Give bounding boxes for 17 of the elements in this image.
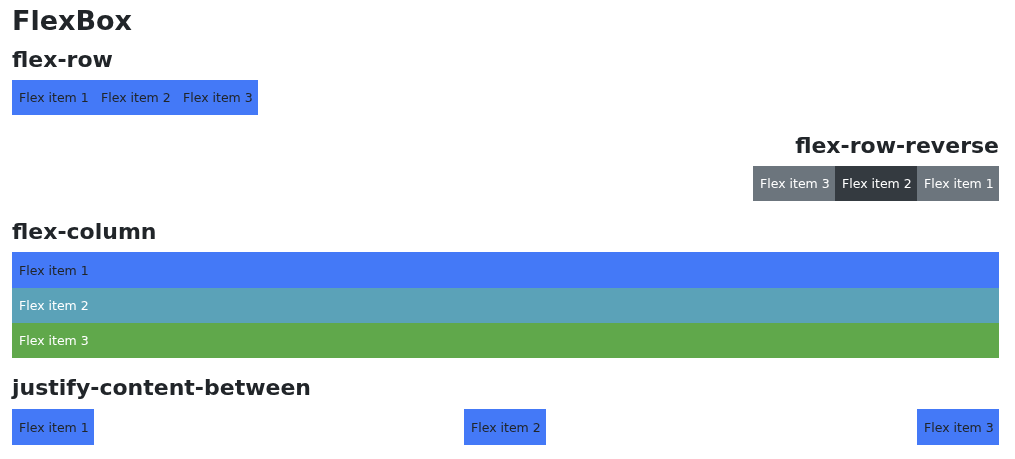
flex-item: Flex item 3 [753, 166, 835, 201]
flex-item: Flex item 1 [12, 409, 94, 445]
flex-item: Flex item 3 [12, 323, 999, 358]
flex-item: Flex item 1 [917, 166, 999, 201]
flex-item: Flex item 3 [176, 80, 258, 115]
flex-item: Flex item 3 [917, 409, 999, 445]
flex-item: Flex item 2 [12, 288, 999, 323]
flex-item: Flex item 2 [835, 166, 917, 201]
section-heading: flex-row [12, 49, 113, 71]
flex-item: Flex item 2 [464, 409, 546, 445]
flex-item: Flex item 1 [12, 252, 999, 288]
flex-item: Flex item 1 [12, 80, 94, 115]
page-title: FlexBox [12, 7, 132, 34]
section-heading: flex-column [12, 221, 157, 243]
section-heading: flex-row-reverse [795, 135, 999, 157]
section-heading: justify-content-between [12, 377, 311, 399]
flex-item: Flex item 2 [94, 80, 176, 115]
